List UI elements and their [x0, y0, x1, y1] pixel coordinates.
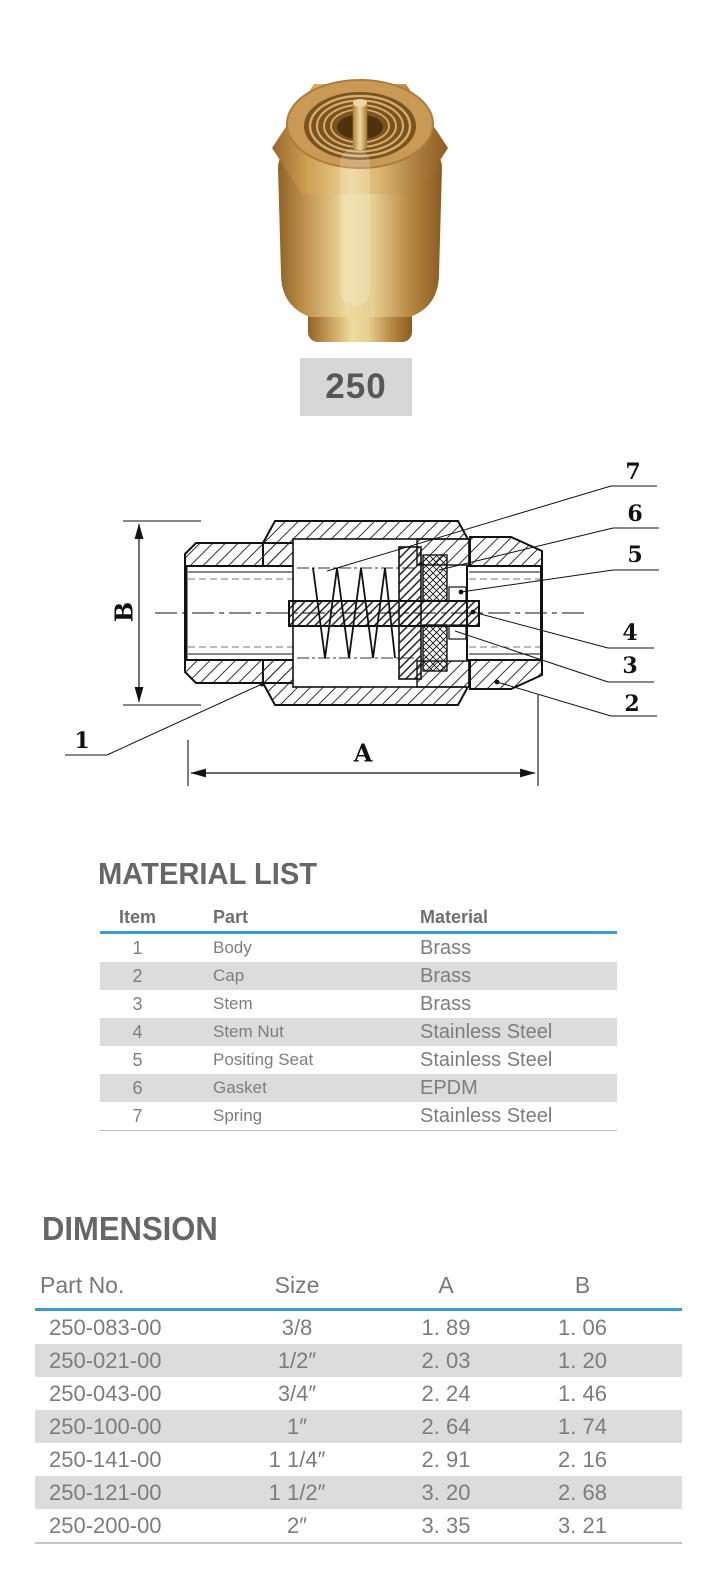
- dimension-rows: 250-083-00 3/8 1. 89 1. 06 250-021-00 1/2″ 2. …: [35, 1310, 682, 1544]
- table-row: 1 Body Brass: [100, 933, 617, 963]
- gasket-upper: [422, 554, 448, 602]
- cell-part: Cap: [213, 966, 245, 985]
- cell-material: Brass: [420, 936, 472, 959]
- cell-part-no: 250-100-00: [49, 1413, 162, 1439]
- cell-item: 6: [132, 1077, 143, 1098]
- model-number: 250: [325, 367, 387, 406]
- column-header-item: Item: [100, 903, 175, 934]
- brass-check-valve-photo: [272, 79, 448, 342]
- cell-size: 1/2″: [277, 1347, 317, 1373]
- cell-material: EPDM: [420, 1076, 478, 1099]
- dimension-label-b: B: [109, 601, 139, 623]
- cell-item: 3: [132, 993, 143, 1014]
- cell-size: 3/8: [281, 1314, 313, 1340]
- callout-6: 6: [627, 501, 643, 527]
- column-header-size: Size: [213, 1262, 381, 1311]
- model-number-badge: 250: [300, 358, 412, 416]
- cell-b: 1. 20: [558, 1347, 607, 1373]
- callout-7: 7: [625, 459, 641, 485]
- cross-section-diagram: [65, 485, 659, 786]
- cell-size: 1″: [286, 1413, 308, 1439]
- table-row: 4 Stem Nut Stainless Steel: [100, 1018, 617, 1046]
- table-row: 250-141-00 1 1/4″ 2. 91 2. 16: [35, 1443, 682, 1476]
- cell-b: 1. 74: [558, 1413, 607, 1439]
- column-header-material: Material: [420, 903, 617, 934]
- cell-a: 2. 91: [421, 1446, 471, 1472]
- cell-part: Positing Seat: [213, 1050, 314, 1069]
- table-row: 250-083-00 3/8 1. 89 1. 06: [35, 1310, 682, 1345]
- column-header-b: B: [511, 1262, 682, 1311]
- cell-part: Gasket: [213, 1078, 267, 1097]
- cell-a: 2. 03: [421, 1347, 471, 1373]
- table-row: 250-043-00 3/4″ 2. 24 1. 46: [35, 1377, 682, 1410]
- dimension-header-row: Part No. Size A B: [35, 1262, 682, 1311]
- cell-size: 3/4″: [277, 1380, 317, 1406]
- gasket-lower: [422, 624, 448, 672]
- cell-material: Brass: [420, 964, 472, 987]
- valve-stem-pin: [352, 99, 368, 151]
- cell-size: 1 1/2″: [268, 1479, 326, 1505]
- cell-size: 2″: [286, 1512, 308, 1538]
- dimension-lines: [123, 520, 539, 786]
- cell-a: 1. 89: [421, 1314, 471, 1340]
- cell-a: 3. 35: [421, 1512, 471, 1538]
- cell-b: 3. 21: [558, 1512, 607, 1538]
- table-row: 250-121-00 1 1/2″ 3. 20 2. 68: [35, 1476, 682, 1509]
- cell-part: Body: [213, 938, 252, 957]
- callout-3: 3: [622, 653, 638, 679]
- cell-part: Stem: [213, 994, 253, 1013]
- cell-material: Stainless Steel: [420, 1048, 553, 1071]
- cell-a: 3. 20: [421, 1479, 471, 1505]
- callout-2: 2: [624, 691, 640, 717]
- material-list-title: MATERIAL LIST: [98, 856, 318, 891]
- cell-part-no: 250-141-00: [49, 1446, 162, 1472]
- cell-material: Brass: [420, 992, 472, 1015]
- cell-material: Stainless Steel: [420, 1104, 553, 1127]
- callout-4: 4: [622, 620, 638, 646]
- cell-part-no: 250-021-00: [49, 1347, 162, 1373]
- callout-5: 5: [627, 542, 643, 568]
- material-list-header-row: Item Part Material: [100, 903, 617, 934]
- cell-part-no: 250-083-00: [49, 1314, 162, 1340]
- table-row: 250-100-00 1″ 2. 64 1. 74: [35, 1410, 682, 1443]
- dimension-table: Part No. Size A B 250-083-00 3/8 1. 89 1. 0…: [35, 1262, 682, 1544]
- cell-a: 2. 24: [421, 1380, 471, 1406]
- table-row: 3 Stem Brass: [100, 990, 617, 1018]
- table-row: 2 Cap Brass: [100, 962, 617, 990]
- cell-b: 1. 46: [558, 1380, 607, 1406]
- cell-b: 2. 16: [558, 1446, 607, 1472]
- table-row: 5 Positing Seat Stainless Steel: [100, 1046, 617, 1074]
- cell-item: 4: [132, 1021, 143, 1042]
- cell-item: 1: [132, 937, 143, 958]
- cell-part-no: 250-121-00: [49, 1479, 162, 1505]
- cell-b: 1. 06: [558, 1314, 607, 1340]
- cell-part: Spring: [213, 1106, 263, 1125]
- table-row: 250-021-00 1/2″ 2. 03 1. 20: [35, 1344, 682, 1377]
- cell-item: 5: [132, 1049, 143, 1070]
- column-header-part-no: Part No.: [35, 1262, 213, 1311]
- cell-part-no: 250-200-00: [49, 1512, 162, 1538]
- cell-item: 7: [132, 1105, 143, 1126]
- cell-size: 1 1/4″: [268, 1446, 326, 1472]
- table-row: 6 Gasket EPDM: [100, 1074, 617, 1102]
- column-header-part: Part: [175, 903, 420, 934]
- cell-part-no: 250-043-00: [49, 1380, 162, 1406]
- cell-b: 2. 68: [558, 1479, 607, 1505]
- callout-leader-lines: [65, 485, 659, 756]
- highlight-streak: [340, 148, 370, 306]
- valve-internal-parts: [155, 546, 587, 680]
- cell-item: 2: [132, 965, 143, 986]
- dimension-title: DIMENSION: [42, 1210, 218, 1247]
- table-row: 7 Spring Stainless Steel: [100, 1102, 617, 1131]
- cell-part: Stem Nut: [213, 1022, 284, 1041]
- column-header-a: A: [381, 1262, 511, 1311]
- callout-1: 1: [74, 728, 90, 754]
- cell-a: 2. 64: [421, 1413, 471, 1439]
- dimension-label-a: A: [353, 738, 373, 768]
- table-row: 250-200-00 2″ 3. 35 3. 21: [35, 1509, 682, 1543]
- cell-material: Stainless Steel: [420, 1020, 553, 1043]
